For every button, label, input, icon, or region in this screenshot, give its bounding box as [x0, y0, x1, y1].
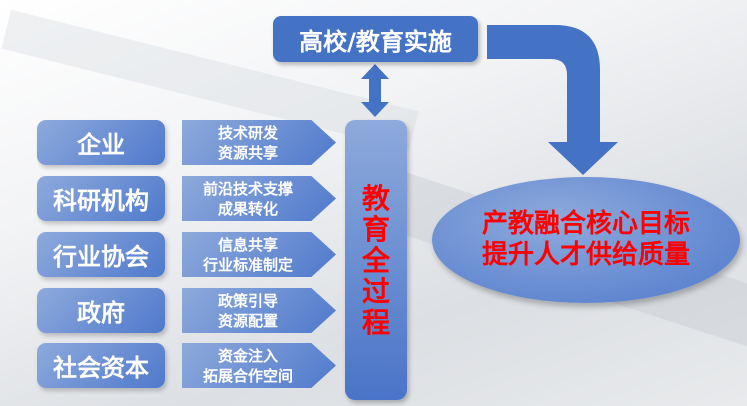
stakeholder-box: 企业: [37, 120, 165, 165]
education-whole-process-column: 教 育 全 过 程: [345, 120, 407, 400]
contribution-line: 拓展合作空间: [202, 366, 293, 385]
contribution-line: 技术研发: [217, 123, 278, 142]
contribution-line: 前沿技术支撑: [202, 179, 293, 198]
process-char: 过: [361, 274, 390, 308]
contribution-line: 资源共享: [217, 143, 278, 162]
curved-arrow: [487, 25, 618, 175]
university-education-box: 高校/教育实施: [273, 16, 478, 62]
contribution-line: 行业标准制定: [202, 255, 293, 274]
contribution-arrow: 技术研发资源共享: [182, 120, 336, 165]
contribution-line: 成果转化: [217, 199, 278, 218]
contribution-line: 信息共享: [217, 235, 278, 254]
contribution-line: 政策引导: [217, 291, 278, 310]
process-char: 教: [361, 181, 390, 215]
contribution-arrow: 信息共享行业标准制定: [182, 232, 336, 277]
core-goal-ellipse: 产教融合核心目标 提升人才供给质量: [432, 177, 740, 303]
stakeholder-box: 社会资本: [37, 343, 165, 388]
double-arrow: [361, 64, 389, 117]
contribution-arrow: 前沿技术支撑成果转化: [182, 176, 336, 221]
contribution-arrow: 资金注入拓展合作空间: [182, 343, 336, 388]
process-char: 育: [361, 212, 390, 246]
contribution-line: 资金注入: [217, 346, 278, 365]
contribution-arrow: 政策引导资源配置: [182, 288, 336, 333]
stakeholder-box: 政府: [37, 288, 165, 333]
stakeholder-box: 科研机构: [37, 176, 165, 221]
goal-line: 产教融合核心目标: [481, 209, 690, 239]
process-char: 全: [361, 243, 390, 277]
process-char: 程: [361, 305, 390, 339]
contribution-line: 资源配置: [217, 311, 278, 330]
stakeholder-box: 行业协会: [37, 232, 165, 277]
goal-line: 提升人才供给质量: [481, 240, 690, 270]
